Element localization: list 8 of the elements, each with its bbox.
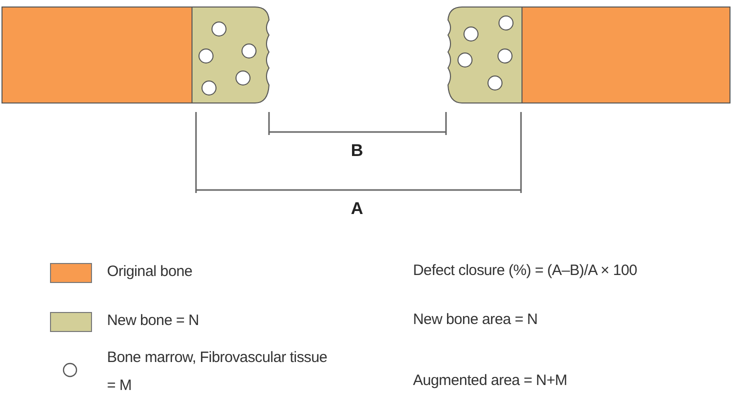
dimension-label: A <box>350 199 364 219</box>
legend-label: Original bone <box>107 262 194 282</box>
dimension-label: B <box>350 141 364 161</box>
legend-label: New bone = N <box>107 311 200 331</box>
formula-text: New bone area = N <box>413 311 538 328</box>
formula-text: Defect closure (%) = (A–B)/A × 100 <box>413 262 638 279</box>
formula-text: Augmented area = N+M <box>413 372 568 389</box>
legend-label: Bone marrow, Fibrovascular tissue = M <box>107 348 328 396</box>
